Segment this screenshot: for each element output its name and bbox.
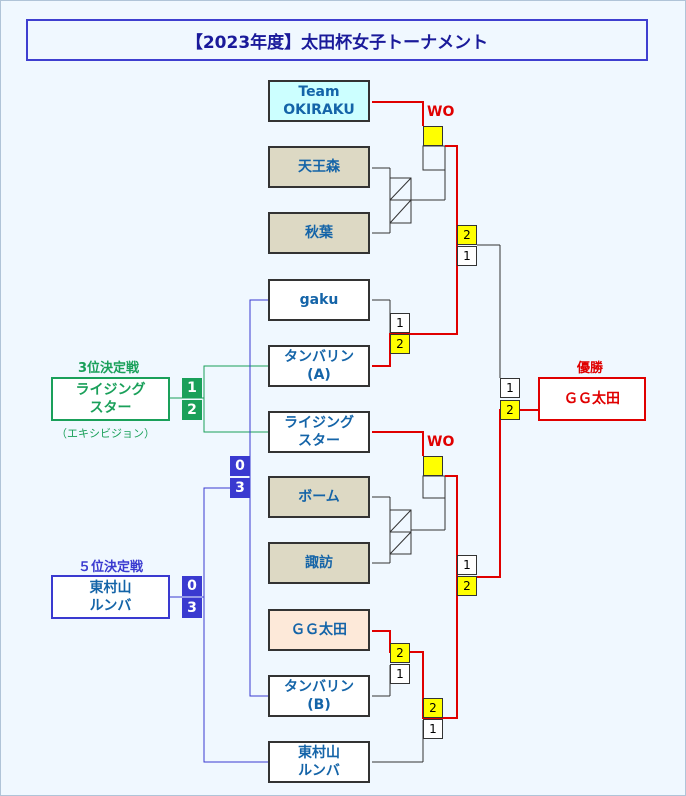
score-tambourine-b-round1: 1	[390, 664, 410, 684]
score-tambourine-a-semifinal: 1	[457, 246, 477, 266]
team-rising-star: ライジング スター	[268, 411, 370, 453]
score-fifth-mid-top: 0	[230, 456, 250, 476]
fifth-place-winner: 東村山 ルンバ	[51, 575, 170, 619]
score-higashimurayama-quarterfinal: 1	[423, 719, 443, 739]
team-higashimurayama: 東村山 ルンバ	[268, 741, 370, 783]
score-third-bottom: 2	[182, 400, 202, 420]
score-tambourine-a: 2	[390, 334, 410, 354]
page-title: 【2023年度】太田杯女子トーナメント	[26, 19, 648, 61]
team-okiraku: Team OKIRAKU	[268, 80, 370, 122]
score-final-bottom: 2	[500, 400, 520, 420]
champion-label: 優勝	[577, 361, 604, 376]
score-okiraku-semifinal: 2	[457, 225, 477, 245]
team-akiba: 秋葉	[268, 212, 370, 254]
team-tambourine-a: タンバリン (A)	[268, 345, 370, 387]
score-rising-semifinal: 1	[457, 555, 477, 575]
third-place-note: （エキシビジョン）	[56, 427, 155, 440]
walkover-label: WO	[427, 104, 455, 120]
score-gg-quarterfinal: 2	[423, 698, 443, 718]
champion-box: ＧＧ太田	[538, 377, 646, 421]
third-place-label: 3位決定戦	[78, 361, 140, 376]
walkover-label: WO	[427, 434, 455, 450]
team-tennoumori: 天王森	[268, 146, 370, 188]
team-gg-ota: ＧＧ太田	[268, 609, 370, 651]
score-gaku: 1	[390, 313, 410, 333]
score-fifth-mid-bottom: 3	[230, 478, 250, 498]
score-fifth-left-bottom: 3	[182, 598, 202, 618]
score-final-top: 1	[500, 378, 520, 398]
score-gg-round1: 2	[390, 643, 410, 663]
fifth-place-label: ５位決定戦	[78, 560, 144, 575]
team-suwa: 諏訪	[268, 542, 370, 584]
score-fifth-left-top: 0	[182, 576, 202, 596]
team-tambourine-b: タンバリン (B)	[268, 675, 370, 717]
walkover-box	[423, 126, 443, 146]
score-gg-semifinal: 2	[457, 576, 477, 596]
walkover-box	[423, 456, 443, 476]
team-gaku: gaku	[268, 279, 370, 321]
score-third-top: 1	[182, 378, 202, 398]
team-boom: ボーム	[268, 476, 370, 518]
third-place-winner: ライジング スター	[51, 377, 170, 421]
